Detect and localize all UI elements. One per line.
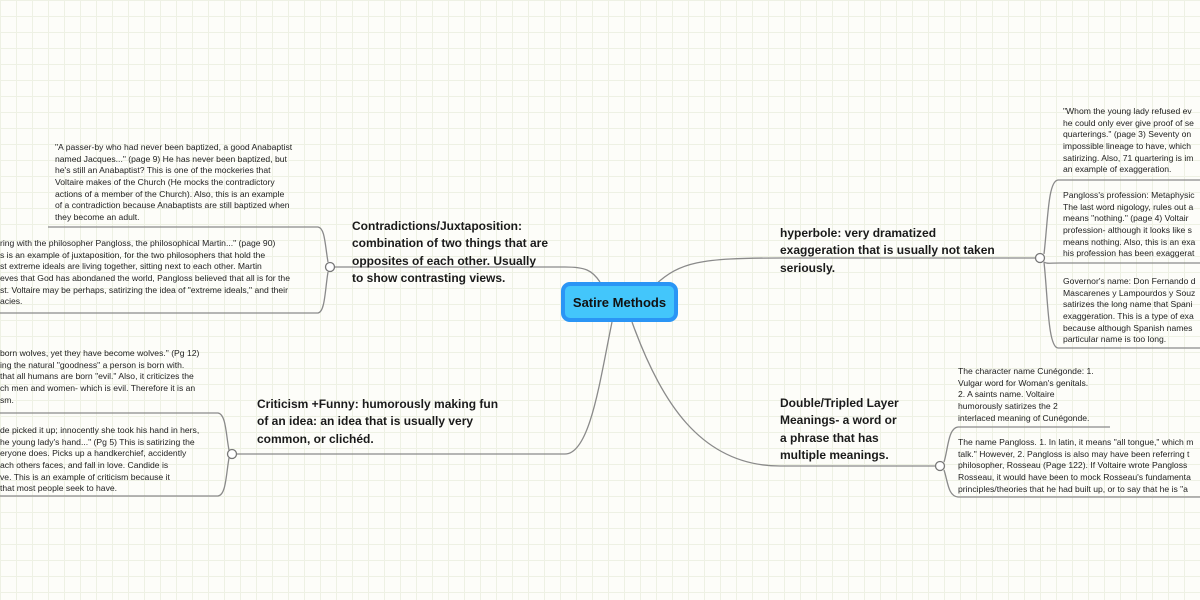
topic-line: Contradictions/Juxtaposition: — [352, 219, 523, 233]
note-martin-pangloss[interactable]: ring with the philosopher Pangloss, the … — [0, 238, 290, 308]
note-handkerchief[interactable]: de picked it up; innocently she took his… — [0, 425, 199, 495]
topic-line: Double/Tripled Layer — [780, 396, 899, 410]
topic-contradictions[interactable]: Contradictions/Juxtaposition: combination… — [352, 218, 548, 287]
note-line: 2. A saints name. Voltaire — [958, 389, 1055, 400]
note-line: his profession has been exaggerat — [1063, 248, 1195, 259]
note-line: that all humans are born "evil." Also, i… — [0, 371, 194, 382]
note-line: means nothing. Also, this is an exa — [1063, 236, 1196, 247]
note-line: quarterings." (page 3) Seventy on — [1063, 129, 1192, 140]
note-line: he's still an Anabaptist? This is one of… — [55, 165, 271, 176]
topic-line: of an idea: an idea that is usually very — [257, 414, 474, 429]
note-line: eryone does. Picks up a handkerchief, ac… — [0, 448, 187, 459]
note-line: Mascarenes y Lampourdos y Souz — [1063, 287, 1196, 298]
note-line: satirizes the long name that Spani — [1063, 299, 1193, 310]
note-line: The character name Cunégonde: 1. — [958, 366, 1094, 376]
topic-line: seriously. — [780, 260, 836, 275]
note-line: actions of a member of the Church). Also… — [55, 188, 285, 199]
note-line: s is an example of juxtaposition, for th… — [0, 249, 266, 260]
note-line: Rosseau, it would have been to mock Ross… — [958, 472, 1191, 483]
note-line: Voltaire makes of the Church (He mocks t… — [55, 177, 275, 188]
note-line: Pangloss's profession: Metaphysic — [1063, 190, 1195, 200]
note-line: humorously satirizes the 2 — [958, 401, 1058, 412]
note-line: de picked it up; innocently she took his… — [0, 425, 200, 435]
note-line: "Whom the young lady refused ev — [1063, 106, 1192, 116]
central-topic[interactable]: Satire Methods — [561, 282, 678, 322]
note-line: eves that God has abondaned the world, P… — [0, 273, 290, 284]
topic-criticism[interactable]: Criticism +Funny: humorously making fun o… — [257, 396, 498, 448]
note-line: named Jacques..." (page 9) He has never … — [55, 153, 287, 164]
note-line: ch men and women- which is evil. Therefo… — [0, 383, 196, 394]
note-line: "A passer-by who had never been baptized… — [55, 142, 293, 152]
note-anabaptist[interactable]: "A passer-by who had never been baptized… — [55, 142, 292, 224]
note-profession[interactable]: Pangloss's profession: Metaphysic The la… — [1063, 190, 1195, 260]
note-line: interlaced meaning of Cunégonde. — [958, 412, 1090, 423]
note-line: ach others faces, and fall in love. Cand… — [0, 460, 169, 471]
note-line: impossible lineage to have, which — [1063, 141, 1192, 152]
note-line: profession- although it looks like s — [1063, 225, 1192, 236]
topic-line: opposites of each other. Usually — [352, 253, 537, 268]
note-line: ring with the philosopher Pangloss, the … — [0, 238, 276, 248]
note-line: The name Pangloss. 1. In latin, it means… — [958, 437, 1194, 447]
note-line: exaggeration. This is a type of exa — [1063, 311, 1194, 322]
topic-line: common, or clichéd. — [257, 431, 374, 446]
note-line: Vulgar word for Woman's genitals. — [958, 377, 1089, 388]
note-line: he young lady's hand..." (Pg 5) This is … — [0, 436, 195, 447]
topic-line: a phrase that has — [780, 430, 879, 445]
note-line: ing the natural "goodness" a person is b… — [0, 359, 185, 370]
note-cunegonde[interactable]: The character name Cunégonde: 1.Vulgar w… — [958, 366, 1094, 424]
note-line: Governor's name: Don Fernando d — [1063, 276, 1196, 286]
note-line: satirizing. Also, 71 quartering is im — [1063, 152, 1194, 163]
note-line: talk." However, 2. Pangloss is also may … — [958, 448, 1190, 459]
note-line: ve. This is an example of criticism beca… — [0, 471, 170, 482]
topic-hyperbole[interactable]: hyperbole: very dramatized exaggeration t… — [780, 225, 995, 277]
note-line: because although Spanish names — [1063, 322, 1193, 333]
note-line: they become an adult. — [55, 212, 140, 223]
note-pangloss-name[interactable]: The name Pangloss. 1. In latin, it means… — [958, 437, 1193, 495]
note-line: an example of exaggeration. — [1063, 164, 1172, 175]
note-line: born wolves, yet they have become wolves… — [0, 348, 200, 358]
note-line: st extreme ideals are living together, s… — [0, 261, 262, 272]
central-topic-label: Satire Methods — [572, 294, 667, 310]
note-wolves[interactable]: born wolves, yet they have become wolves… — [0, 348, 199, 406]
note-line: he could only ever give proof of se — [1063, 117, 1194, 128]
note-line: st. Voltaire may be perhaps, satirizing … — [0, 284, 288, 295]
note-line: sm. — [0, 394, 14, 405]
topic-line: Criticism +Funny: humorously making fun — [257, 397, 499, 411]
note-line: particular name is too long. — [1063, 334, 1167, 345]
topic-line: to show contrasting views. — [352, 270, 506, 285]
note-line: The last word nigology, rules out a — [1063, 201, 1194, 212]
note-line: of a contradiction because Anabaptists a… — [55, 200, 290, 211]
note-line: philosopher, Rosseau (Page 122). If Volt… — [958, 460, 1188, 471]
topic-line: hyperbole: very dramatized — [780, 226, 937, 240]
topic-line: multiple meanings. — [780, 447, 889, 462]
topic-line: combination of two things that are — [352, 236, 548, 251]
note-line: means "nothing." (page 4) Voltair — [1063, 213, 1189, 224]
topic-line: Meanings- a word or — [780, 413, 897, 428]
note-line: principles/theories that he had built up… — [958, 483, 1188, 494]
topic-line: exaggeration that is usually not taken — [780, 243, 995, 258]
note-line: that most people seek to have. — [0, 483, 118, 494]
note-line: acies. — [0, 296, 23, 307]
